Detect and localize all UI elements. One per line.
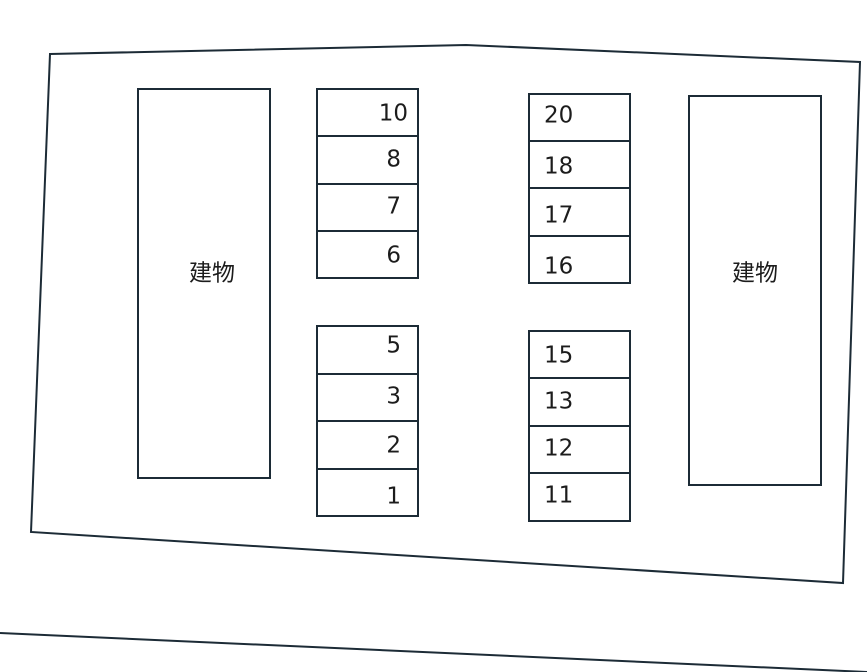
parking-space	[528, 472, 631, 522]
building-right-outline	[688, 95, 822, 486]
parking-space	[316, 420, 419, 470]
building-left: 建物	[137, 88, 271, 479]
parking-space-number: 8	[386, 147, 401, 173]
parking-space	[316, 325, 419, 375]
lot-boundary	[29, 43, 862, 585]
parking-space	[528, 425, 631, 474]
parking-space	[316, 230, 419, 279]
parking-space	[316, 468, 419, 517]
parking-space-number: 12	[544, 436, 573, 462]
parking-space	[528, 330, 631, 379]
parking-space-number: 6	[386, 243, 401, 269]
building-left-label: 建物	[189, 261, 235, 287]
parking-space	[528, 377, 631, 427]
parking-space	[316, 135, 419, 185]
parking-space-number: 7	[386, 194, 401, 220]
parking-space-number: 18	[544, 154, 573, 180]
parking-space-number: 1	[386, 484, 401, 510]
parking-block-bottom-right: 15 13 12 11	[528, 330, 631, 522]
road-edge-line	[0, 632, 867, 672]
parking-block-top-right: 20 18 17 16	[528, 93, 631, 284]
parking-space-number: 20	[544, 103, 573, 129]
parking-space	[316, 88, 419, 137]
parking-space	[528, 187, 631, 237]
parking-space	[316, 183, 419, 232]
building-left-outline	[137, 88, 271, 479]
parking-space-number: 13	[544, 389, 573, 415]
building-right-label: 建物	[732, 261, 778, 287]
parking-space	[528, 235, 631, 284]
parking-space-number: 11	[544, 483, 573, 509]
building-right: 建物	[688, 95, 822, 486]
parking-block-bottom-left: 5 3 2 1	[316, 325, 419, 517]
parking-space-number: 5	[386, 333, 401, 359]
parking-space-number: 2	[386, 433, 401, 459]
parking-space-number: 10	[379, 101, 408, 127]
parking-space-number: 17	[544, 203, 573, 229]
parking-space	[316, 373, 419, 422]
parking-space-number: 15	[544, 343, 573, 369]
parking-block-top-left: 10 8 7 6	[316, 88, 419, 279]
parking-space-number: 3	[386, 384, 401, 410]
parking-space-number: 16	[544, 254, 573, 280]
